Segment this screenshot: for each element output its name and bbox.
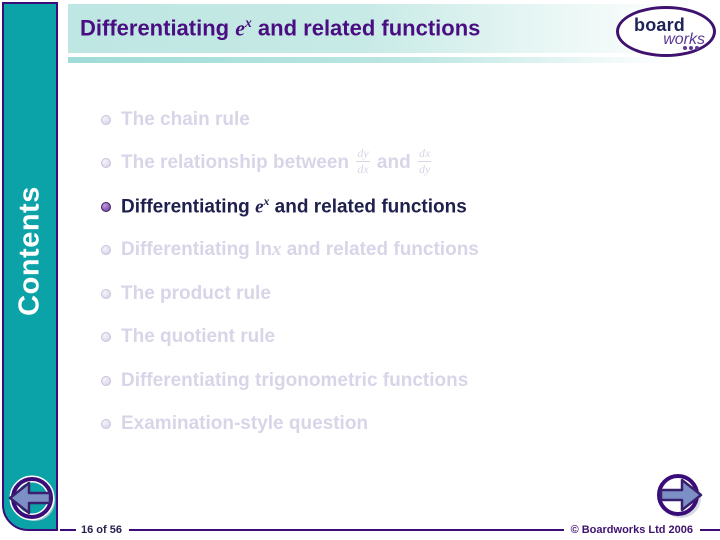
contents-item-quotient-rule[interactable]: The quotient rule xyxy=(98,316,698,360)
bullet-icon xyxy=(101,114,111,125)
bullet-icon xyxy=(101,419,111,430)
logo-word-works: works xyxy=(663,31,705,48)
logo-word-board: board xyxy=(634,15,686,35)
contents-item-differentiating-ex[interactable]: Differentiating ex and related functions xyxy=(98,185,698,229)
slide-title: Differentiating ex and related functions xyxy=(80,15,481,41)
contents-menu: The chain rule The relationship between … xyxy=(98,98,698,446)
slide-title-bar: Differentiating ex and related functions xyxy=(68,4,720,53)
copyright-text: © Boardworks Ltd 2006 xyxy=(570,524,693,536)
math-exponent: x xyxy=(263,195,270,209)
math-exponent: x xyxy=(245,15,252,31)
contents-sidebar: Contents xyxy=(2,2,58,531)
math-e: e xyxy=(235,15,245,41)
previous-slide-button[interactable] xyxy=(4,472,60,528)
contents-item-trigonometric[interactable]: Differentiating trigonometric functions xyxy=(98,359,698,403)
contents-item-differentiating-lnx[interactable]: Differentiating lnx and related function… xyxy=(98,229,698,273)
footer-rule-middle xyxy=(128,529,564,531)
footer-rule-left xyxy=(60,529,76,531)
logo-ellipsis-dots xyxy=(683,46,699,50)
contents-item-chain-rule[interactable]: The chain rule xyxy=(98,98,698,142)
math-e: e xyxy=(255,196,264,218)
bullet-icon xyxy=(101,332,111,343)
contents-sidebar-label: Contents xyxy=(13,185,46,316)
contents-item-product-rule[interactable]: The product rule xyxy=(98,272,698,316)
arrow-right-icon xyxy=(657,474,703,518)
arrow-left-icon xyxy=(8,475,55,521)
math-x: x xyxy=(271,239,282,261)
bullet-icon xyxy=(101,288,111,299)
bullet-icon xyxy=(101,375,111,386)
contents-item-examination-question[interactable]: Examination-style question xyxy=(98,403,698,447)
footer: 16 of 56 © Boardworks Ltd 2006 xyxy=(60,522,720,538)
page-counter: 16 of 56 xyxy=(81,524,122,536)
bullet-icon xyxy=(101,158,111,169)
footer-rule-right xyxy=(700,529,720,531)
next-slide-button[interactable] xyxy=(652,468,708,524)
bullet-icon xyxy=(101,245,111,256)
boardworks-logo: board works xyxy=(616,6,716,57)
header-accent-strip xyxy=(68,57,690,63)
bullet-icon-active xyxy=(101,201,111,212)
